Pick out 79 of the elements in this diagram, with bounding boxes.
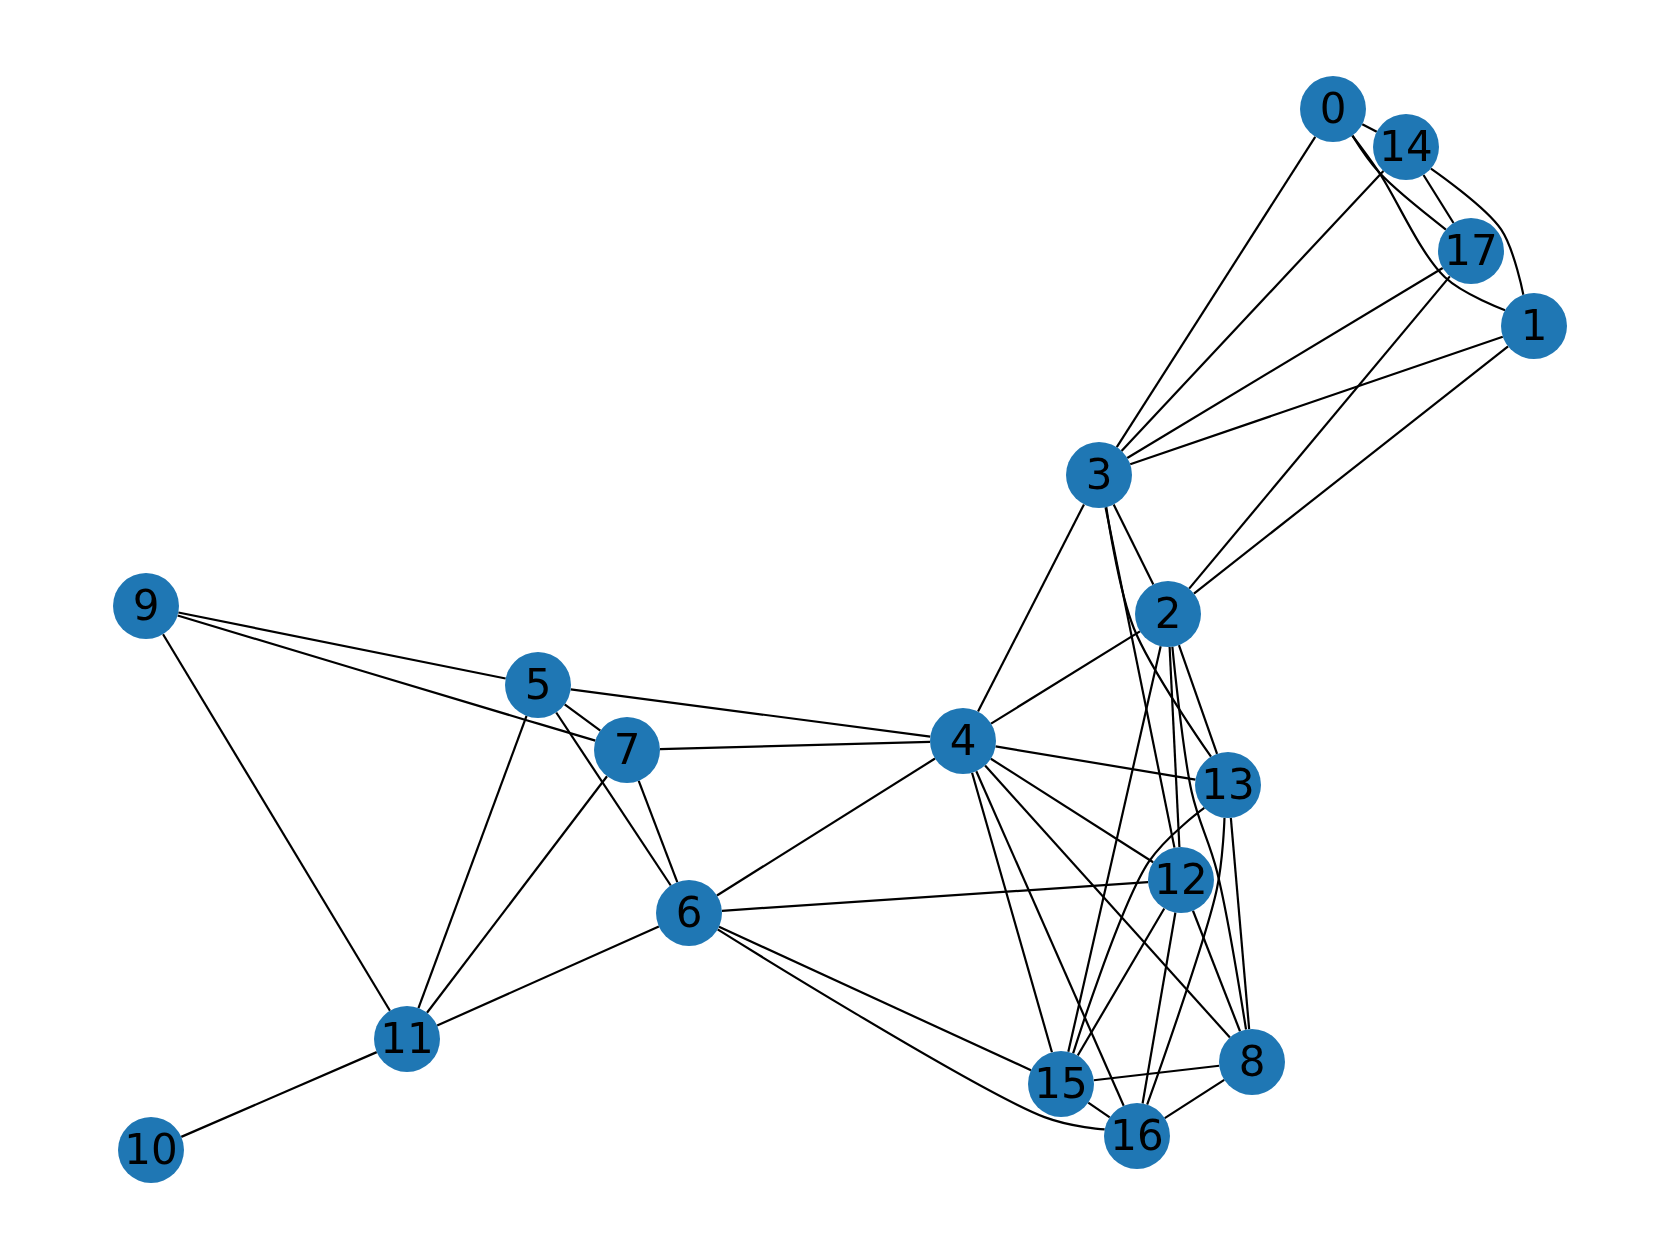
edge-line [1422, 174, 1455, 224]
node-label: 14 [1379, 126, 1433, 168]
edge-line [1093, 1064, 1220, 1082]
edge-line [977, 503, 1085, 713]
edge-line [1076, 907, 1166, 1057]
edge-line [1229, 817, 1251, 1030]
edge-line [718, 925, 1032, 1072]
node-label: 5 [524, 664, 552, 706]
edge-line [1126, 267, 1444, 459]
node-circle [374, 1006, 440, 1072]
edge-line [1129, 335, 1504, 466]
edge-line [1120, 170, 1385, 452]
edge-line [1164, 1078, 1225, 1120]
edge-line [1430, 167, 1525, 295]
edge-line [570, 688, 931, 738]
edge-line [1191, 910, 1242, 1032]
node-circle [1195, 752, 1261, 818]
edge-line [1146, 817, 1226, 1105]
edge-line [162, 633, 391, 1012]
node-label: 1 [1520, 305, 1548, 347]
node-circle [930, 708, 996, 774]
node-label: 13 [1201, 764, 1255, 806]
edge-line [426, 775, 608, 1014]
edge-line [1188, 275, 1451, 590]
node-circle [1438, 218, 1504, 284]
edge-line [1351, 135, 1506, 312]
edge-line [1104, 507, 1176, 848]
edge-line [1087, 1101, 1111, 1119]
edge-line [721, 881, 1149, 912]
node-circle [505, 652, 571, 718]
edge-line [1171, 646, 1248, 1030]
node-label: 0 [1319, 88, 1347, 130]
edge-line [971, 772, 1053, 1053]
node-circle [1135, 581, 1201, 647]
node-label: 4 [949, 720, 977, 762]
node-label: 12 [1154, 859, 1208, 901]
edge-line [1168, 646, 1181, 848]
edge-line [990, 630, 1141, 725]
edge-line [555, 711, 672, 887]
node-label: 9 [132, 585, 160, 627]
edge-line [1072, 807, 1205, 1054]
node-circle [1028, 1051, 1094, 1117]
node-label: 2 [1154, 593, 1182, 635]
edge-line [717, 928, 1105, 1131]
edge-line [716, 757, 936, 897]
edge-line [1105, 507, 1212, 758]
edge-line [1177, 644, 1219, 755]
edge-line [417, 715, 528, 1009]
edge-line [975, 770, 1125, 1107]
edge-line [659, 740, 931, 751]
edge-line [178, 611, 506, 680]
edge-line [177, 614, 596, 742]
node-circle [1373, 114, 1439, 180]
node-label: 11 [380, 1018, 434, 1060]
node-circle [1066, 442, 1132, 508]
edge-line [637, 780, 679, 883]
node-label: 15 [1034, 1063, 1088, 1105]
edge-line [564, 703, 601, 732]
node-label: 17 [1444, 230, 1498, 272]
node-label: 3 [1085, 454, 1113, 496]
edge-line [436, 925, 660, 1027]
node-circle [1148, 847, 1214, 913]
node-label: 6 [675, 892, 703, 934]
node-circle [1104, 1103, 1170, 1169]
edge-line [990, 757, 1154, 864]
node-label: 10 [124, 1129, 178, 1171]
edge-line [995, 745, 1196, 781]
node-label: 7 [613, 729, 641, 771]
edge-line [180, 1051, 378, 1138]
edge-line [1193, 345, 1509, 595]
node-circle [656, 880, 722, 946]
edge-line [1361, 123, 1378, 133]
node-label: 16 [1110, 1115, 1164, 1157]
edge-line [984, 764, 1231, 1039]
edge-line [1067, 645, 1162, 1053]
node-label: 8 [1238, 1041, 1266, 1083]
edge-line [1141, 912, 1177, 1104]
edge-line [1115, 136, 1317, 448]
edge-line [1112, 504, 1155, 585]
